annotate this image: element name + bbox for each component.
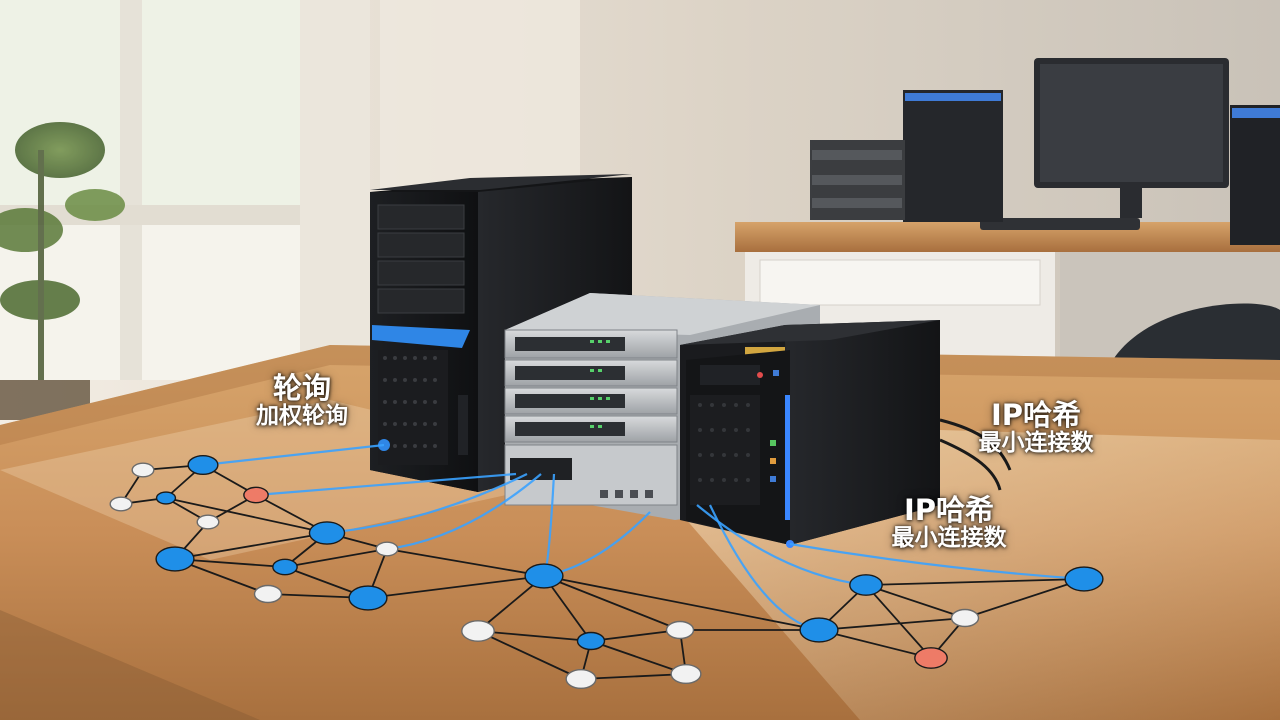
network-node-red xyxy=(243,486,269,504)
network-node-blue xyxy=(1064,566,1104,592)
network-link xyxy=(543,575,681,631)
network-link xyxy=(367,575,545,599)
network-node-blue xyxy=(272,558,298,576)
network-node-light xyxy=(461,620,495,642)
network-node-red xyxy=(914,647,948,669)
network-link xyxy=(580,673,687,680)
label-right-bottom-line1: IP哈希 xyxy=(903,493,995,527)
network-link xyxy=(165,497,328,534)
network-link xyxy=(818,629,932,659)
network-cable xyxy=(255,472,517,497)
plant xyxy=(0,122,125,420)
network-nodes xyxy=(109,454,1104,690)
network-node-light xyxy=(131,462,155,478)
network-node-blue xyxy=(155,491,177,505)
network-node-light xyxy=(196,514,220,530)
network-node-blue xyxy=(576,631,606,651)
label-left-line1: 轮询 xyxy=(272,371,331,405)
network-link xyxy=(590,640,687,675)
label-right-top: IP哈希 最小连接数 xyxy=(958,399,1114,457)
network-link xyxy=(284,548,388,568)
network-link xyxy=(964,578,1085,619)
network-node-light xyxy=(253,584,283,604)
network-link xyxy=(477,630,582,680)
network-node-blue xyxy=(524,563,564,589)
label-right-bottom-line2: 最小连接数 xyxy=(891,525,1007,552)
network-link xyxy=(865,584,932,659)
label-left-line2: 加权轮询 xyxy=(256,403,348,430)
label-right-bottom: IP哈希 最小连接数 xyxy=(870,494,1028,552)
network-cable xyxy=(326,473,528,535)
network-node-blue xyxy=(348,585,388,611)
network-node-blue xyxy=(187,454,219,476)
label-right-top-line1: IP哈希 xyxy=(990,398,1082,432)
label-right-top-line2: 最小连接数 xyxy=(978,430,1094,457)
nas-server xyxy=(680,320,1012,548)
network-link xyxy=(477,630,592,642)
network-link xyxy=(818,617,966,631)
network-node-light xyxy=(665,620,695,640)
network-cable xyxy=(789,542,1085,581)
network-link xyxy=(865,584,966,619)
network-link xyxy=(865,578,1085,586)
network-link xyxy=(543,575,820,631)
network-node-blue xyxy=(155,546,195,572)
network-node-light xyxy=(670,663,702,685)
network-node-light xyxy=(109,496,133,512)
rack-server-stack xyxy=(504,293,820,520)
network-cable xyxy=(202,443,385,467)
network-node-light xyxy=(565,668,597,690)
network-link xyxy=(386,548,545,577)
network-node-blue xyxy=(308,521,346,545)
label-left: 轮询 加权轮询 xyxy=(240,372,364,430)
network-node-blue xyxy=(799,617,839,643)
network-link xyxy=(590,629,681,642)
network-link xyxy=(174,532,328,560)
network-node-light xyxy=(375,541,399,557)
network-node-light xyxy=(950,608,980,628)
network-node-blue xyxy=(849,574,883,596)
network-cable xyxy=(386,473,542,551)
